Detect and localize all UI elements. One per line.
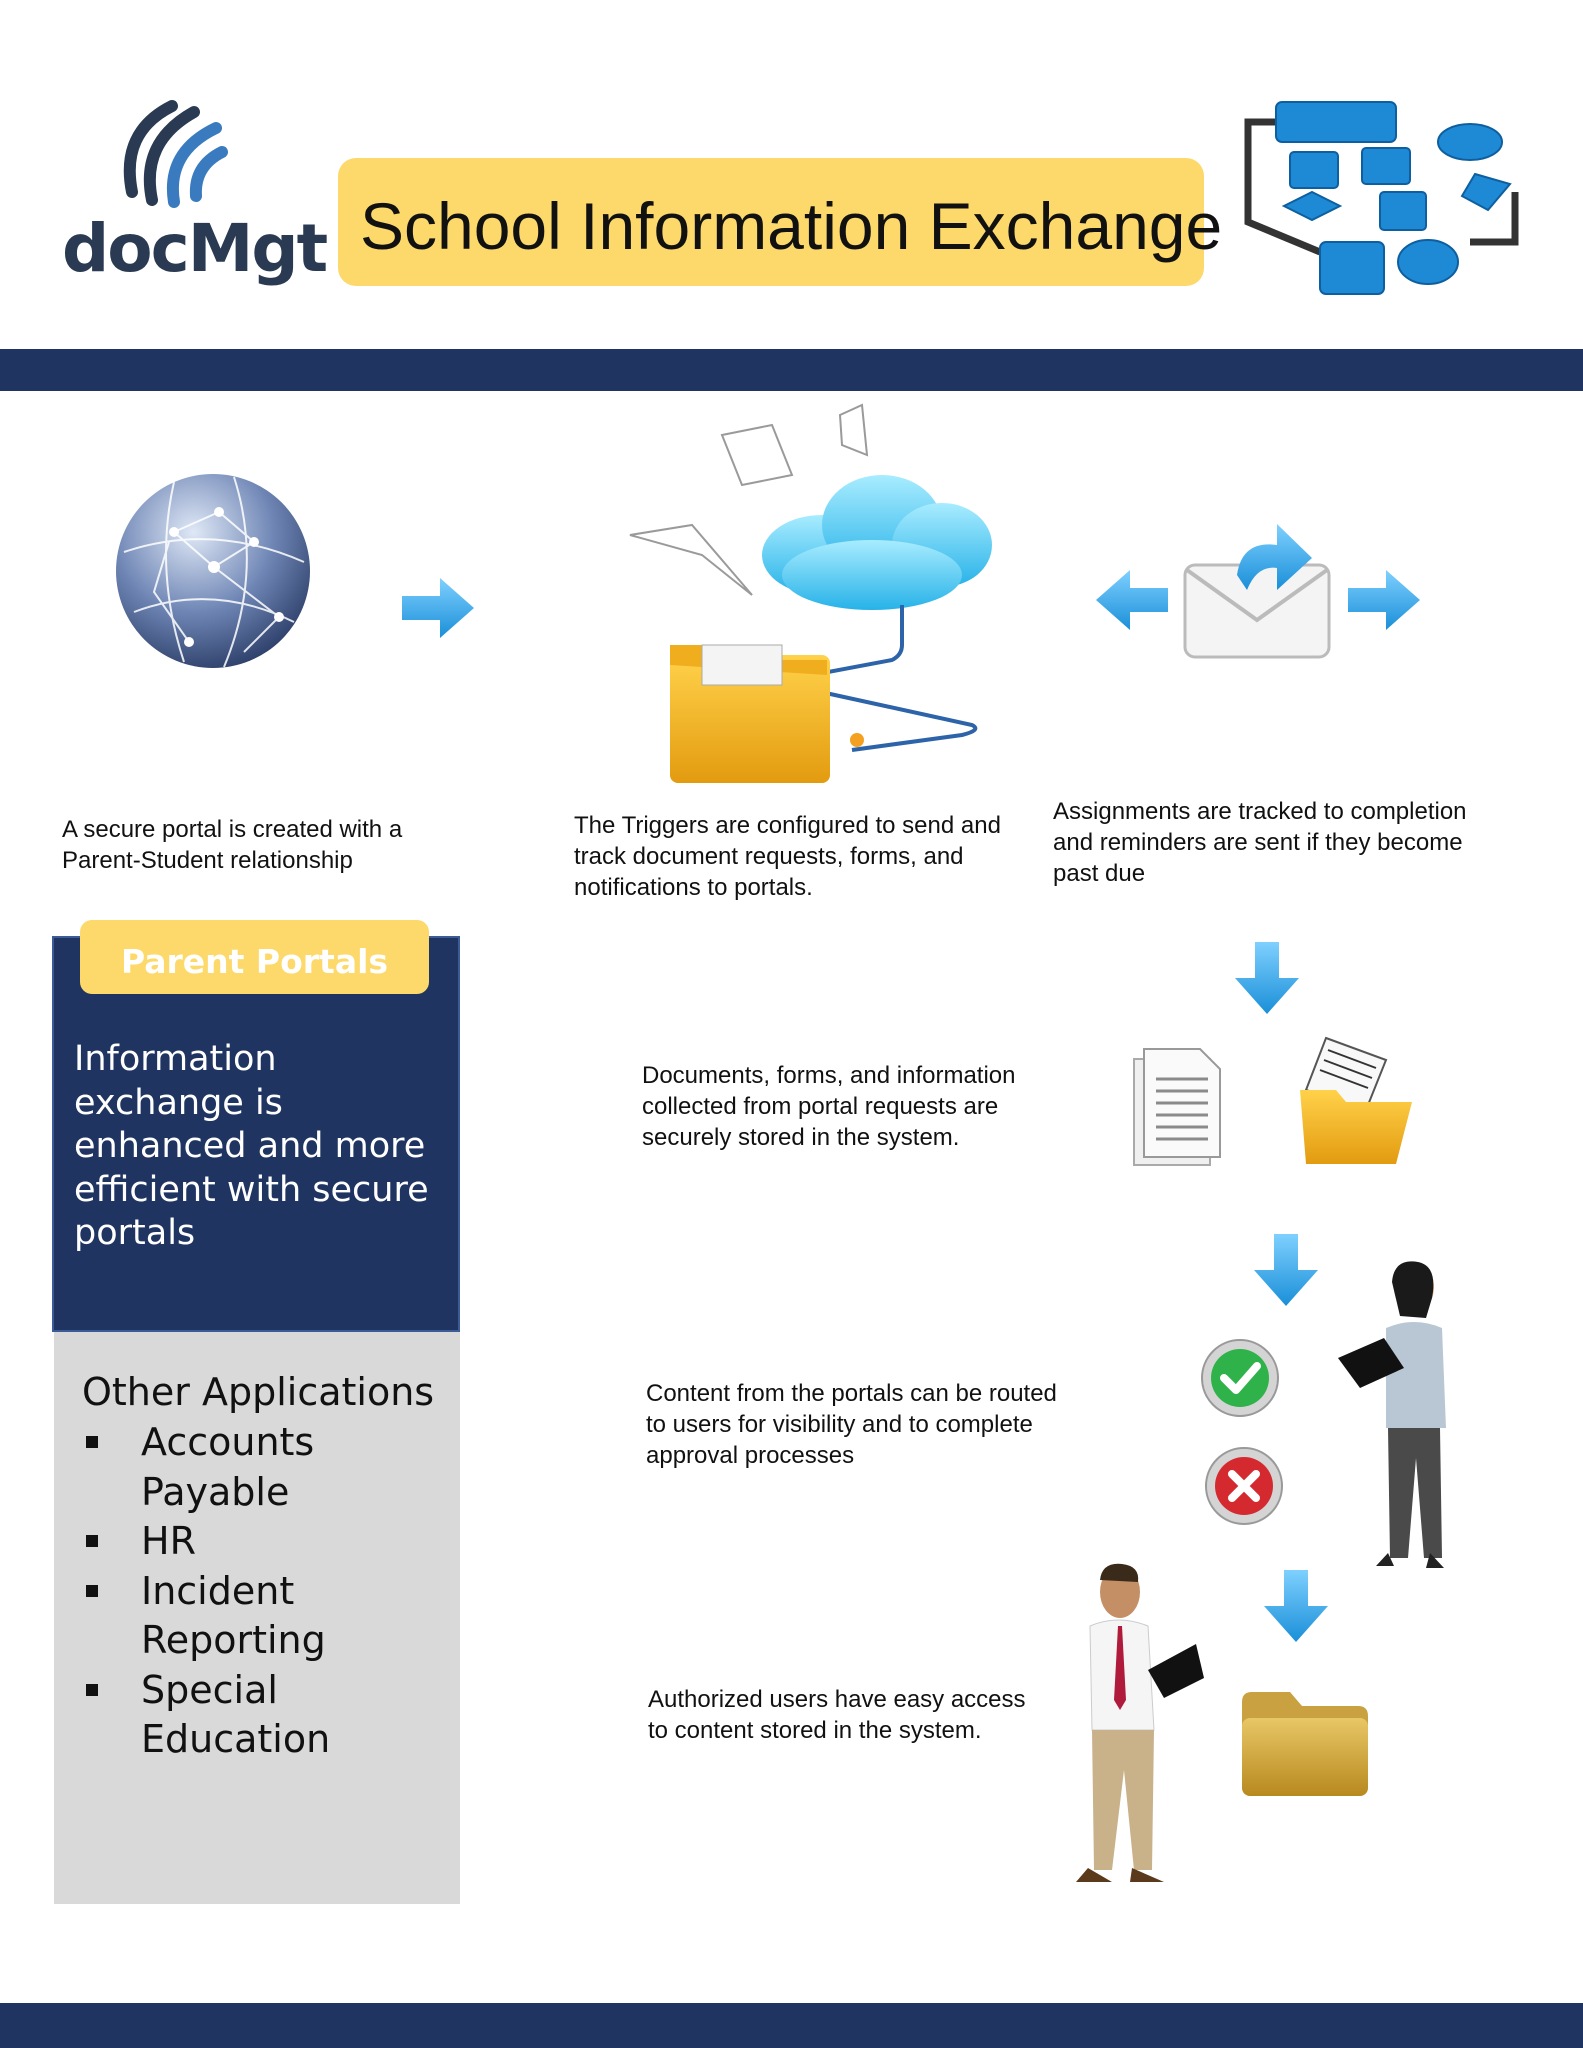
document-icon	[1133, 1048, 1221, 1166]
parent-portals-tab	[80, 920, 429, 994]
step-1-caption: A secure portal is created with a Parent…	[62, 816, 403, 874]
step-2-caption: The Triggers are configured to send and …	[574, 812, 1001, 901]
other-applications-list: Accounts Payable HR Incident Reporting S…	[82, 1418, 452, 1765]
envelope-icon	[1183, 524, 1331, 659]
logo-stripes-icon	[123, 100, 228, 208]
parent-portals-text: Information exchange is enhanced and mor…	[74, 1039, 429, 1253]
x-icon	[1205, 1447, 1283, 1525]
step-5-caption: Content from the portals can be routed t…	[646, 1380, 1057, 1469]
bullet-icon	[86, 1584, 98, 1597]
arrow-right-icon	[402, 578, 474, 638]
step-6-caption: Authorized users have easy access to con…	[648, 1686, 1026, 1744]
arrow-left-icon	[1096, 570, 1168, 630]
check-icon	[1201, 1339, 1279, 1417]
list-item: Special Education	[82, 1666, 452, 1765]
arrow-right-icon	[1348, 570, 1420, 630]
flowchart-icon	[1244, 101, 1519, 295]
other-applications-panel	[54, 1332, 460, 1904]
page-title: School Information Exchange	[360, 189, 1223, 263]
parent-portals-panel	[52, 936, 460, 1332]
step-3-caption: Assignments are tracked to completion an…	[1053, 798, 1467, 887]
bullet-icon	[86, 1683, 98, 1696]
woman-laptop-icon	[1338, 1261, 1446, 1568]
title-banner	[338, 158, 1204, 286]
globe-icon	[116, 474, 310, 668]
list-item: HR	[82, 1517, 452, 1567]
list-item: Incident Reporting	[82, 1567, 452, 1666]
arrow-down-icon	[1235, 942, 1299, 1014]
step-4-caption: Documents, forms, and information collec…	[642, 1062, 1016, 1151]
man-laptop-icon	[1076, 1563, 1204, 1882]
header-band	[0, 349, 1583, 391]
cloud-icon	[629, 403, 992, 783]
other-applications-title: Other Applications	[82, 1370, 435, 1414]
folder-icon	[1300, 1036, 1412, 1164]
bullet-icon	[86, 1436, 98, 1448]
parent-portals-label: Parent Portals	[120, 942, 389, 981]
arrow-down-icon	[1254, 1234, 1318, 1306]
list-item: Accounts Payable	[82, 1418, 452, 1517]
arrow-down-icon	[1264, 1570, 1328, 1642]
folder-icon	[1242, 1692, 1368, 1796]
footer-band	[0, 2003, 1583, 2048]
logo-text: docMgt	[62, 210, 328, 287]
bullet-icon	[86, 1535, 98, 1547]
